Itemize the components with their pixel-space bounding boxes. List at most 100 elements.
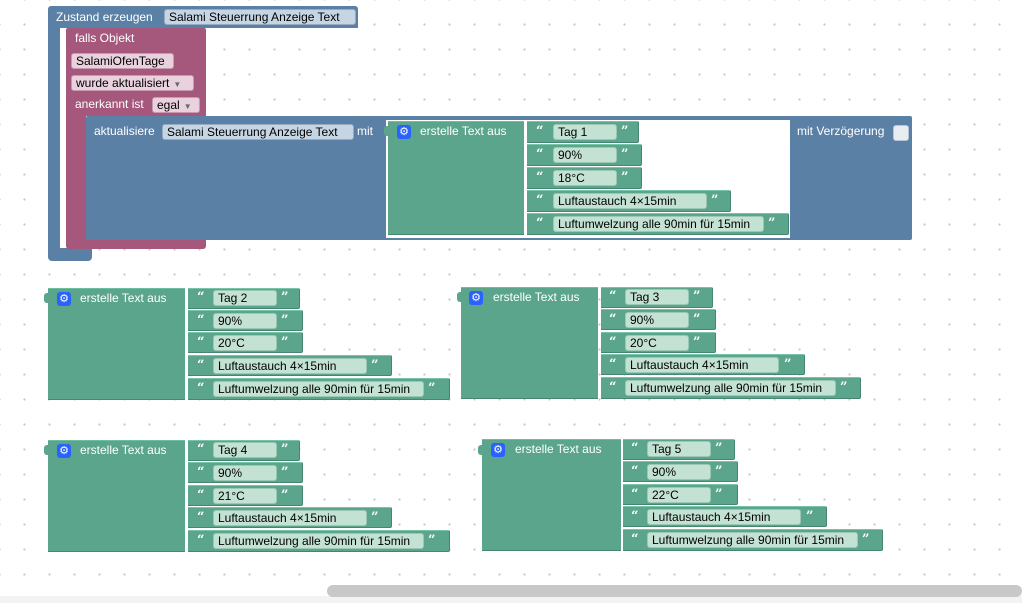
close-quote-icon: ”: [621, 124, 629, 139]
text-field[interactable]: Luftumwelzung alle 90min für 15min: [213, 533, 424, 549]
text-field[interactable]: Luftumwelzung alle 90min für 15min: [553, 216, 764, 232]
close-quote-icon: ”: [715, 441, 723, 456]
close-quote-icon: ”: [281, 313, 289, 328]
text-field[interactable]: 20°C: [213, 335, 277, 351]
text-field[interactable]: 90%: [213, 313, 277, 329]
join-label: erstelle Text aus: [515, 442, 602, 456]
text-field[interactable]: 22°C: [647, 487, 711, 503]
text-field[interactable]: 90%: [213, 465, 277, 481]
open-quote-icon: “: [536, 193, 544, 208]
close-quote-icon: ”: [281, 488, 289, 503]
text-field[interactable]: Luftaustauch 4×15min: [553, 193, 707, 209]
open-quote-icon: “: [631, 441, 639, 456]
text-field[interactable]: Luftaustauch 4×15min: [647, 509, 801, 525]
gear-icon[interactable]: ⚙: [57, 444, 71, 458]
open-quote-icon: “: [609, 289, 617, 304]
text-field[interactable]: Luftaustauch 4×15min: [625, 357, 779, 373]
ack-label: anerkannt ist: [75, 97, 144, 111]
state-name-field[interactable]: Salami Steuerrung Anzeige Text: [164, 9, 356, 25]
close-quote-icon: ”: [693, 312, 701, 327]
text-field[interactable]: 18°C: [553, 170, 617, 186]
close-quote-icon: ”: [371, 510, 379, 525]
close-quote-icon: ”: [806, 509, 814, 524]
join-connector: [44, 293, 48, 303]
object-id-field[interactable]: SalamiOfenTage: [71, 53, 174, 69]
if-object-label: falls Objekt: [75, 31, 135, 45]
text-field[interactable]: Luftaustauch 4×15min: [213, 358, 367, 374]
text-field[interactable]: Tag 2: [213, 290, 277, 306]
join-head[interactable]: [482, 439, 621, 551]
text-field[interactable]: Luftumwelzung alle 90min für 15min: [213, 381, 424, 397]
create-state-block-footer: [48, 248, 92, 261]
open-quote-icon: “: [197, 533, 205, 548]
close-quote-icon: ”: [281, 442, 289, 457]
text-field[interactable]: 20°C: [625, 335, 689, 351]
text-field[interactable]: Tag 3: [625, 289, 689, 305]
join-label: erstelle Text aus: [493, 290, 580, 304]
close-quote-icon: ”: [693, 289, 701, 304]
text-field[interactable]: Tag 5: [647, 441, 711, 457]
open-quote-icon: “: [536, 170, 544, 185]
text-field[interactable]: Tag 1: [553, 124, 617, 140]
event-type-dropdown[interactable]: wurde aktualisiert▼: [71, 75, 194, 91]
text-field[interactable]: 21°C: [213, 488, 277, 504]
text-field[interactable]: 90%: [647, 464, 711, 480]
delay-checkbox[interactable]: [893, 125, 909, 141]
open-quote-icon: “: [197, 488, 205, 503]
text-field[interactable]: Tag 4: [213, 442, 277, 458]
close-quote-icon: ”: [840, 380, 848, 395]
open-quote-icon: “: [536, 216, 544, 231]
close-quote-icon: ”: [768, 216, 776, 231]
update-state-name-field[interactable]: Salami Steuerrung Anzeige Text: [162, 124, 354, 140]
open-quote-icon: “: [631, 487, 639, 502]
text-field[interactable]: Luftumwelzung alle 90min für 15min: [647, 532, 858, 548]
join-head[interactable]: [48, 440, 185, 552]
join-head[interactable]: [48, 288, 185, 400]
gear-icon[interactable]: ⚙: [491, 443, 505, 457]
close-quote-icon: ”: [281, 290, 289, 305]
open-quote-icon: “: [609, 312, 617, 327]
close-quote-icon: ”: [711, 193, 719, 208]
chevron-down-icon: ▼: [183, 102, 192, 111]
trigger-block-footer: [66, 239, 206, 249]
open-quote-icon: “: [631, 532, 639, 547]
join-connector: [44, 445, 48, 455]
text-field[interactable]: 90%: [553, 147, 617, 163]
join-label: erstelle Text aus: [80, 443, 167, 457]
close-quote-icon: ”: [715, 487, 723, 502]
join-connector: [478, 445, 482, 455]
open-quote-icon: “: [609, 357, 617, 372]
gear-icon[interactable]: ⚙: [469, 291, 483, 305]
close-quote-icon: ”: [621, 147, 629, 162]
text-field[interactable]: Luftumwelzung alle 90min für 15min: [625, 380, 836, 396]
close-quote-icon: ”: [428, 381, 436, 396]
trigger-block-side: [66, 115, 86, 245]
create-state-block-body: [48, 27, 60, 257]
join-connector: [384, 126, 388, 136]
open-quote-icon: “: [197, 290, 205, 305]
ack-dropdown[interactable]: egal▼: [152, 97, 200, 113]
join-head[interactable]: [461, 287, 598, 399]
open-quote-icon: “: [197, 510, 205, 525]
text-field[interactable]: 90%: [625, 312, 689, 328]
join-head[interactable]: [388, 121, 524, 235]
close-quote-icon: ”: [715, 464, 723, 479]
gear-icon[interactable]: ⚙: [397, 125, 411, 139]
close-quote-icon: ”: [371, 358, 379, 373]
open-quote-icon: “: [536, 124, 544, 139]
close-quote-icon: ”: [281, 335, 289, 350]
update-label: aktualisiere: [94, 124, 155, 138]
open-quote-icon: “: [609, 380, 617, 395]
text-field[interactable]: Luftaustauch 4×15min: [213, 510, 367, 526]
horizontal-scrollbar-track: [0, 596, 1022, 603]
open-quote-icon: “: [197, 313, 205, 328]
delay-label: mit Verzögerung: [797, 124, 885, 138]
close-quote-icon: ”: [281, 465, 289, 480]
with-label: mit: [357, 124, 373, 138]
gear-icon[interactable]: ⚙: [57, 292, 71, 306]
horizontal-scrollbar[interactable]: [327, 585, 1022, 597]
join-connector: [457, 292, 461, 302]
open-quote-icon: “: [197, 465, 205, 480]
chevron-down-icon: ▼: [173, 80, 182, 89]
open-quote-icon: “: [631, 509, 639, 524]
